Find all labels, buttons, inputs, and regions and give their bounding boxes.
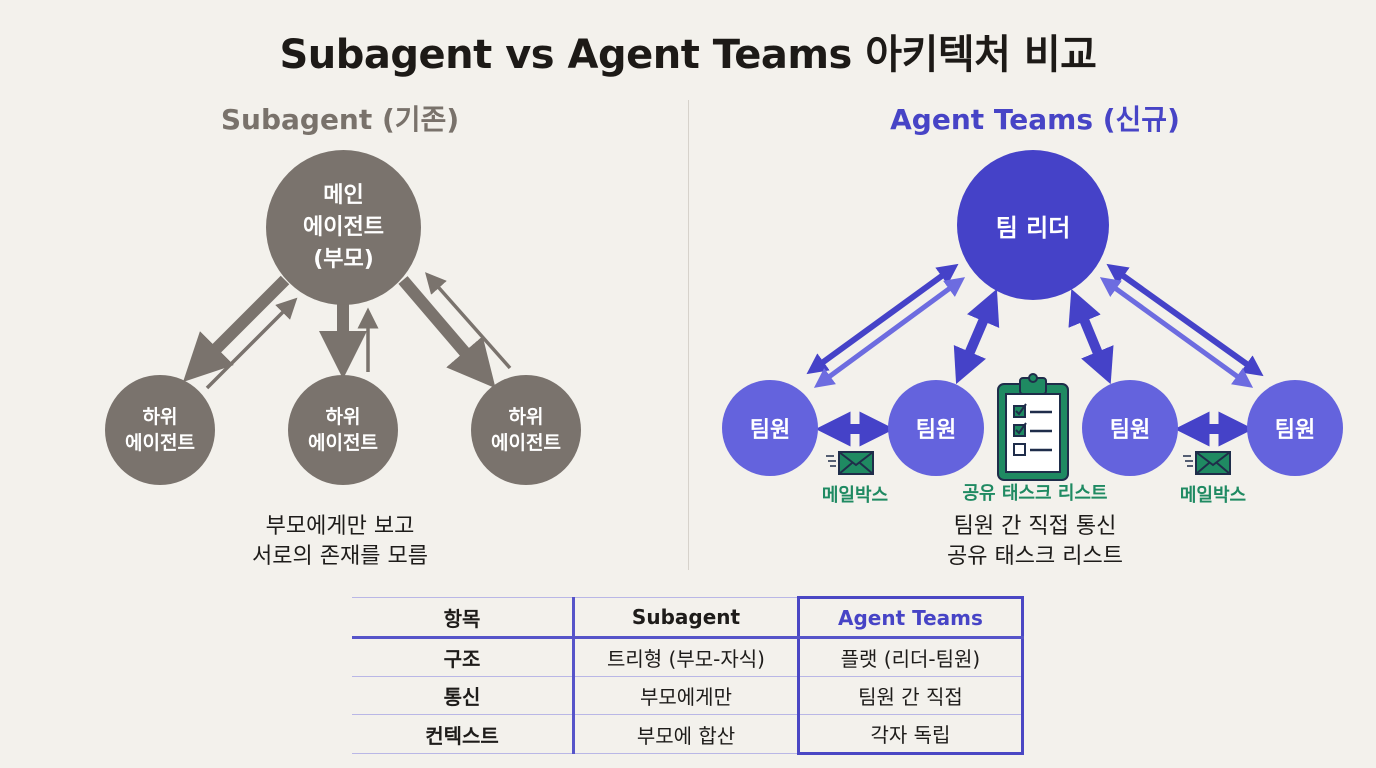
sub-agent-node: 하위 에이전트: [471, 375, 581, 485]
team-member-node: 팀원: [1247, 380, 1343, 476]
agent-teams-caption: 팀원 간 직접 통신 공유 태스크 리스트: [947, 514, 1123, 569]
cell-agent-teams: 각자 독립: [796, 714, 1025, 755]
shared-task-list-label: 공유 태스크 리스트: [962, 483, 1108, 504]
header-agent-teams: Agent Teams: [796, 596, 1025, 639]
sub-agent-node: 하위 에이전트: [105, 375, 215, 485]
team-leader-node: 팀 리더: [957, 150, 1109, 300]
section-divider: [688, 100, 689, 570]
page-title: Subagent vs Agent Teams 아키텍처 비교: [279, 32, 1097, 78]
agent-teams-subtitle: Agent Teams (신규): [890, 103, 1180, 136]
cell-agent-teams: 팀원 간 직접: [796, 676, 1025, 715]
subagent-subtitle: Subagent (기존): [220, 103, 460, 136]
mailbox-label: 메일박스: [821, 485, 889, 506]
table-row: 통신 부모에게만 팀원 간 직접: [352, 676, 1025, 715]
team-member-node: 팀원: [722, 380, 818, 476]
mail-icon: [1183, 451, 1231, 475]
header-subagent: Subagent: [572, 597, 799, 639]
row-label: 구조: [352, 637, 574, 677]
cell-subagent: 부모에 합산: [572, 714, 799, 754]
mailbox-label: 메일박스: [1179, 485, 1247, 506]
table-row: 컨텍스트 부모에 합산 각자 독립: [352, 714, 1025, 755]
parent-to-child-arrows: [183, 275, 496, 389]
cell-agent-teams: 플랫 (리더-팀원): [796, 637, 1025, 677]
leader-member-arrows: [806, 263, 1264, 388]
header-item: 항목: [352, 597, 574, 639]
comparison-table: 항목 Subagent Agent Teams 구조 트리형 (부모-자식) 플…: [352, 596, 1025, 755]
mail-icon: [826, 451, 874, 475]
subagent-caption: 부모에게만 보고 서로의 존재를 모름: [252, 514, 428, 569]
sub-agent-node: 하위 에이전트: [288, 375, 398, 485]
table-row: 구조 트리형 (부모-자식) 플랫 (리더-팀원): [352, 637, 1025, 677]
row-label: 컨텍스트: [352, 714, 574, 754]
cell-subagent: 트리형 (부모-자식): [572, 637, 799, 677]
child-to-parent-arrows: [205, 272, 512, 390]
clipboard-checklist-icon: [997, 373, 1069, 481]
team-member-node: 팀원: [1082, 380, 1178, 476]
team-member-node: 팀원: [888, 380, 984, 476]
table-header-row: 항목 Subagent Agent Teams: [352, 596, 1025, 639]
diagram-arrows: [183, 263, 1264, 481]
cell-subagent: 부모에게만: [572, 676, 799, 715]
row-label: 통신: [352, 676, 574, 715]
main-agent-node: 메인 에이전트 (부모): [266, 150, 421, 305]
